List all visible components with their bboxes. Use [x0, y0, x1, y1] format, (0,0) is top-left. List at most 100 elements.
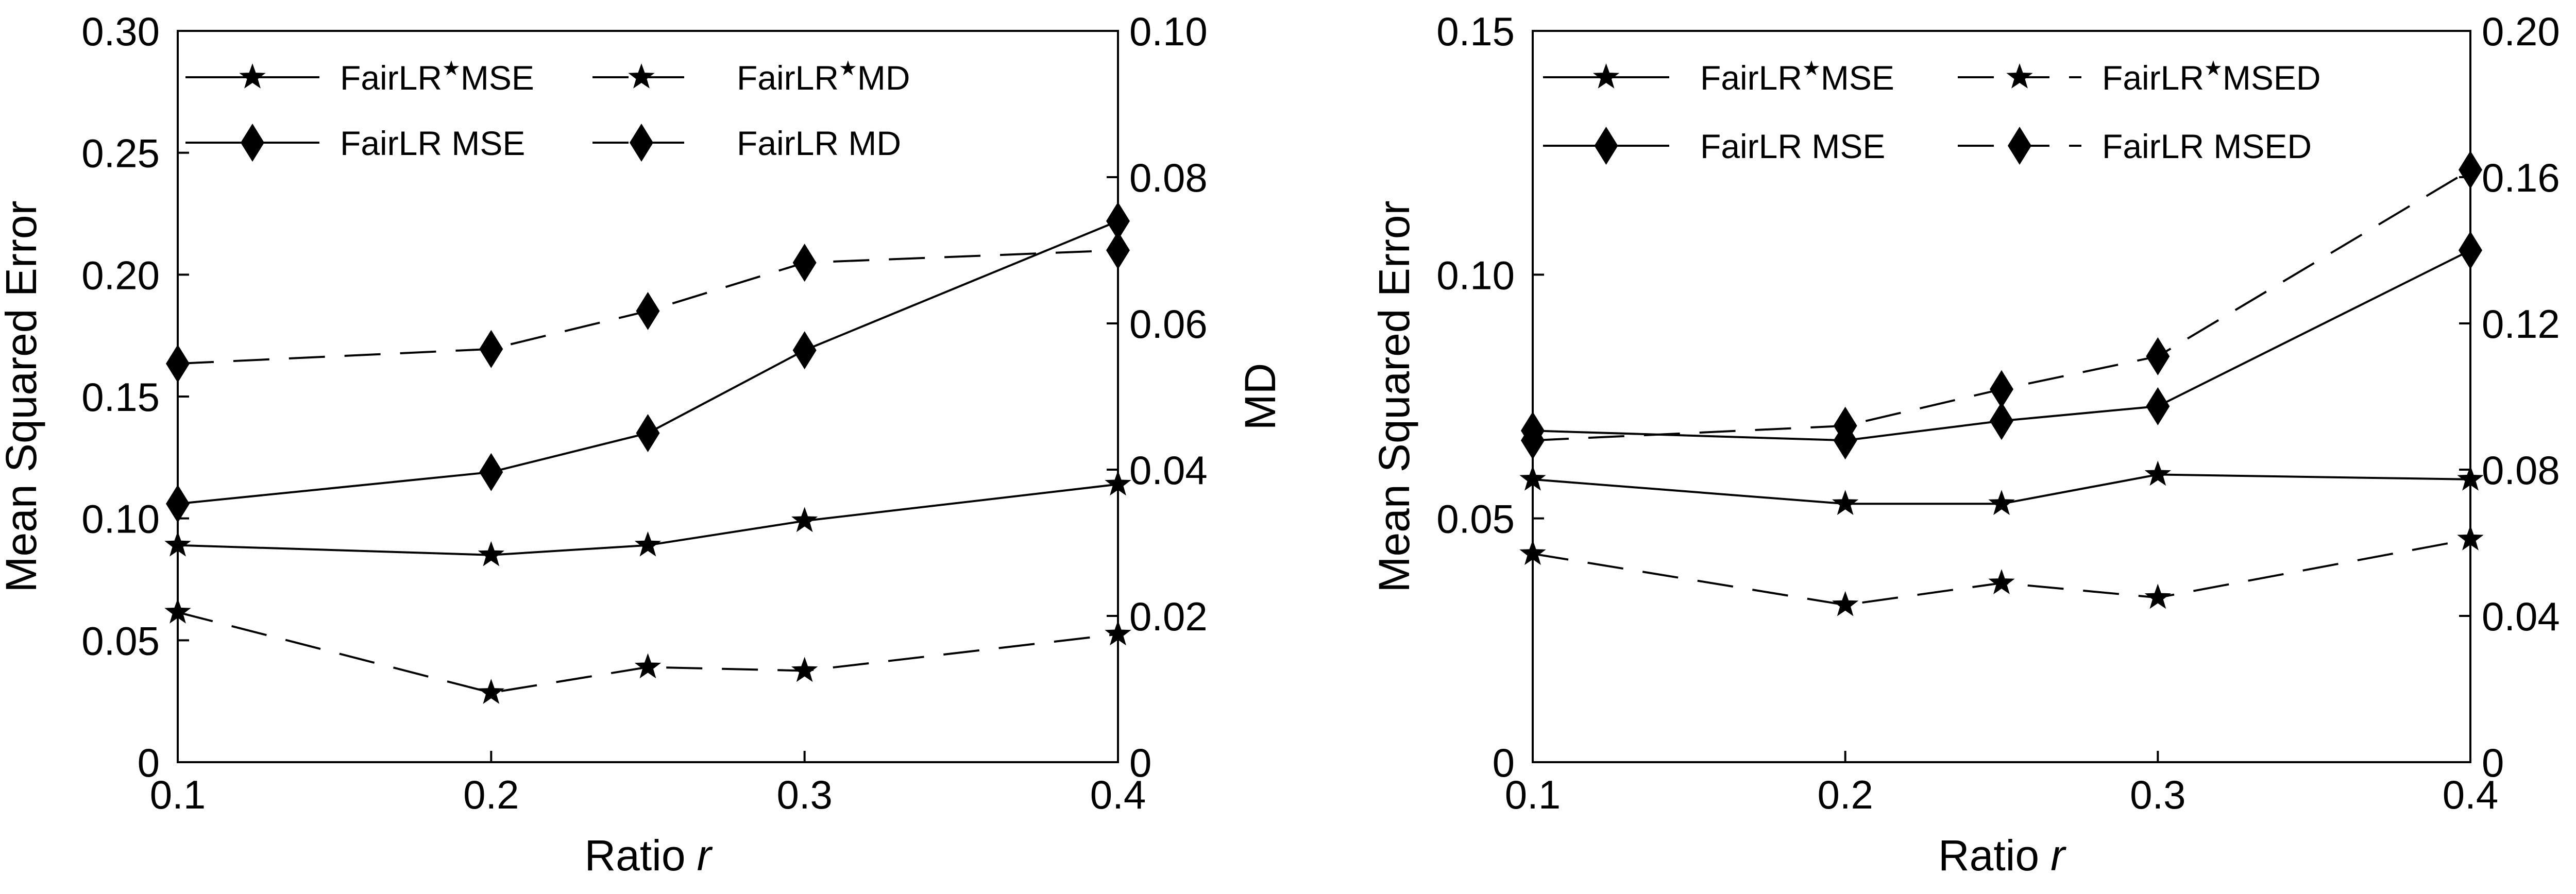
data-point-4-3 [636, 291, 660, 330]
legend-label-star: ★ [1802, 57, 1821, 80]
data-point-1-3 [1988, 490, 2015, 515]
legend-label-star: ★ [839, 57, 857, 80]
data-point-1-5 [2457, 465, 2484, 491]
legend-label: FairLR★MD [737, 57, 910, 97]
legend-marker [628, 63, 655, 89]
legend-label: FairLR MSED [2102, 127, 2312, 165]
data-point-2-4 [2144, 583, 2171, 609]
y2-tick-label: 0.08 [2482, 448, 2560, 493]
y2-tick-label: 0.20 [2482, 9, 2560, 54]
data-point-2-3 [634, 653, 662, 679]
legend-label-main: FairLR MSE [1700, 127, 1885, 165]
data-point-4-1 [166, 345, 190, 383]
x-axis-label-text: Ratio [584, 831, 685, 880]
legend-entry-3: FairLR MSE [1543, 127, 1885, 165]
y2-tick-label: 0.08 [1129, 155, 1208, 200]
x-tick-label: 0.4 [2443, 772, 2498, 817]
data-point-3-3 [636, 414, 660, 452]
data-point-4-4 [2146, 337, 2170, 375]
data-point-4-1 [1521, 421, 1545, 460]
data-point-3-3 [1990, 402, 2013, 440]
x-tick-label: 0.2 [463, 772, 519, 817]
y-tick-label: 0.15 [1436, 9, 1515, 54]
legend-label: FairLR★MSED [2102, 57, 2321, 97]
legend-label: FairLR★MSE [1700, 57, 1894, 97]
x-axis-label-text: Ratio [1938, 831, 2039, 880]
legend-label: FairLR MD [737, 124, 901, 162]
legend-entry-2: FairLR★MSED [1958, 57, 2321, 97]
data-point-1-4 [2144, 460, 2171, 486]
legend-marker [2008, 127, 2031, 165]
data-point-1-1 [164, 531, 191, 557]
y-axis-label: Mean Squared Error [1370, 200, 1418, 592]
legend-label-star: ★ [442, 57, 461, 80]
legend-entry-4: FairLR MSED [1958, 127, 2312, 165]
y-tick-label: 0.25 [81, 131, 160, 176]
data-point-1-4 [791, 507, 818, 532]
data-point-1-2 [1832, 490, 1859, 515]
y-tick-label: 0.05 [1436, 496, 1515, 542]
y2-tick-label: 0 [1129, 740, 1151, 785]
y-tick-label: 0.30 [81, 9, 160, 54]
y2-tick-label: 0.04 [2482, 594, 2560, 639]
series-line-3 [177, 220, 1118, 505]
legend-label: FairLR MSE [1700, 127, 1885, 165]
legend-label-main: FairLR [340, 59, 442, 97]
data-point-4-2 [479, 330, 503, 368]
x-axis-label-var: r [2050, 831, 2066, 880]
y2-tick-label: 0.12 [2482, 301, 2560, 347]
legend-label-star: ★ [2204, 57, 2223, 80]
y2-tick-label: 0.16 [2482, 155, 2560, 200]
data-point-4-4 [792, 244, 817, 282]
plot-frame [1532, 30, 2471, 763]
y2-tick-label: 0.10 [1129, 9, 1208, 54]
series-line-2 [177, 611, 1118, 694]
y2-tick-label: 0 [2482, 740, 2504, 785]
legend-entry-1: FairLR★MSE [1543, 57, 1894, 97]
data-point-3-2 [479, 453, 503, 491]
data-point-2-3 [1988, 569, 2015, 594]
legend-entry-1: FairLR★MSE [185, 57, 534, 97]
legend-label-main: FairLR MD [737, 124, 901, 162]
legend-entry-2: FairLR★MD [592, 57, 910, 97]
legend-label: FairLR★MSE [340, 57, 534, 97]
data-point-4-2 [1833, 406, 1857, 445]
y-tick-label: 0 [138, 740, 160, 785]
legend-entry-4: FairLR MD [592, 124, 901, 162]
legend-label: FairLR MSE [340, 124, 525, 162]
y-tick-label: 0 [1493, 740, 1515, 785]
x-tick-label: 0.4 [1090, 772, 1146, 817]
legend-label-metric: MSE [1821, 59, 1894, 97]
y-axis-label: Mean Squared Error [0, 200, 45, 592]
x-tick-label: 0.1 [150, 772, 206, 817]
legend-entry-3: FairLR MSE [185, 124, 525, 162]
y2-tick-label: 0.06 [1129, 301, 1208, 347]
data-point-4-5 [1106, 231, 1130, 269]
legend-marker [241, 124, 264, 162]
data-point-4-5 [2459, 150, 2482, 189]
legend-marker [1592, 63, 1620, 89]
y-tick-label: 0.10 [1436, 252, 1515, 298]
y2-tick-label: 0.04 [1129, 448, 1208, 493]
data-point-4-3 [1990, 370, 2013, 408]
y-tick-label: 0.05 [81, 618, 160, 663]
data-point-2-1 [164, 598, 191, 624]
data-point-3-1 [166, 485, 190, 523]
data-point-2-2 [478, 679, 504, 704]
legend-label-main: FairLR MSED [2102, 127, 2312, 165]
x-tick-label: 0.2 [1817, 772, 1873, 817]
x-tick-label: 0.3 [2130, 772, 2185, 817]
x-tick-label: 0.1 [1505, 772, 1561, 817]
data-point-1-1 [1519, 465, 1546, 491]
data-point-3-4 [792, 331, 817, 370]
y2-axis-label: MD [1236, 363, 1284, 431]
legend-label-main: FairLR [1700, 59, 1802, 97]
y-tick-label: 0.10 [81, 496, 160, 542]
data-point-2-2 [1832, 591, 1859, 616]
legend-label-main: FairLR MSE [340, 124, 525, 162]
